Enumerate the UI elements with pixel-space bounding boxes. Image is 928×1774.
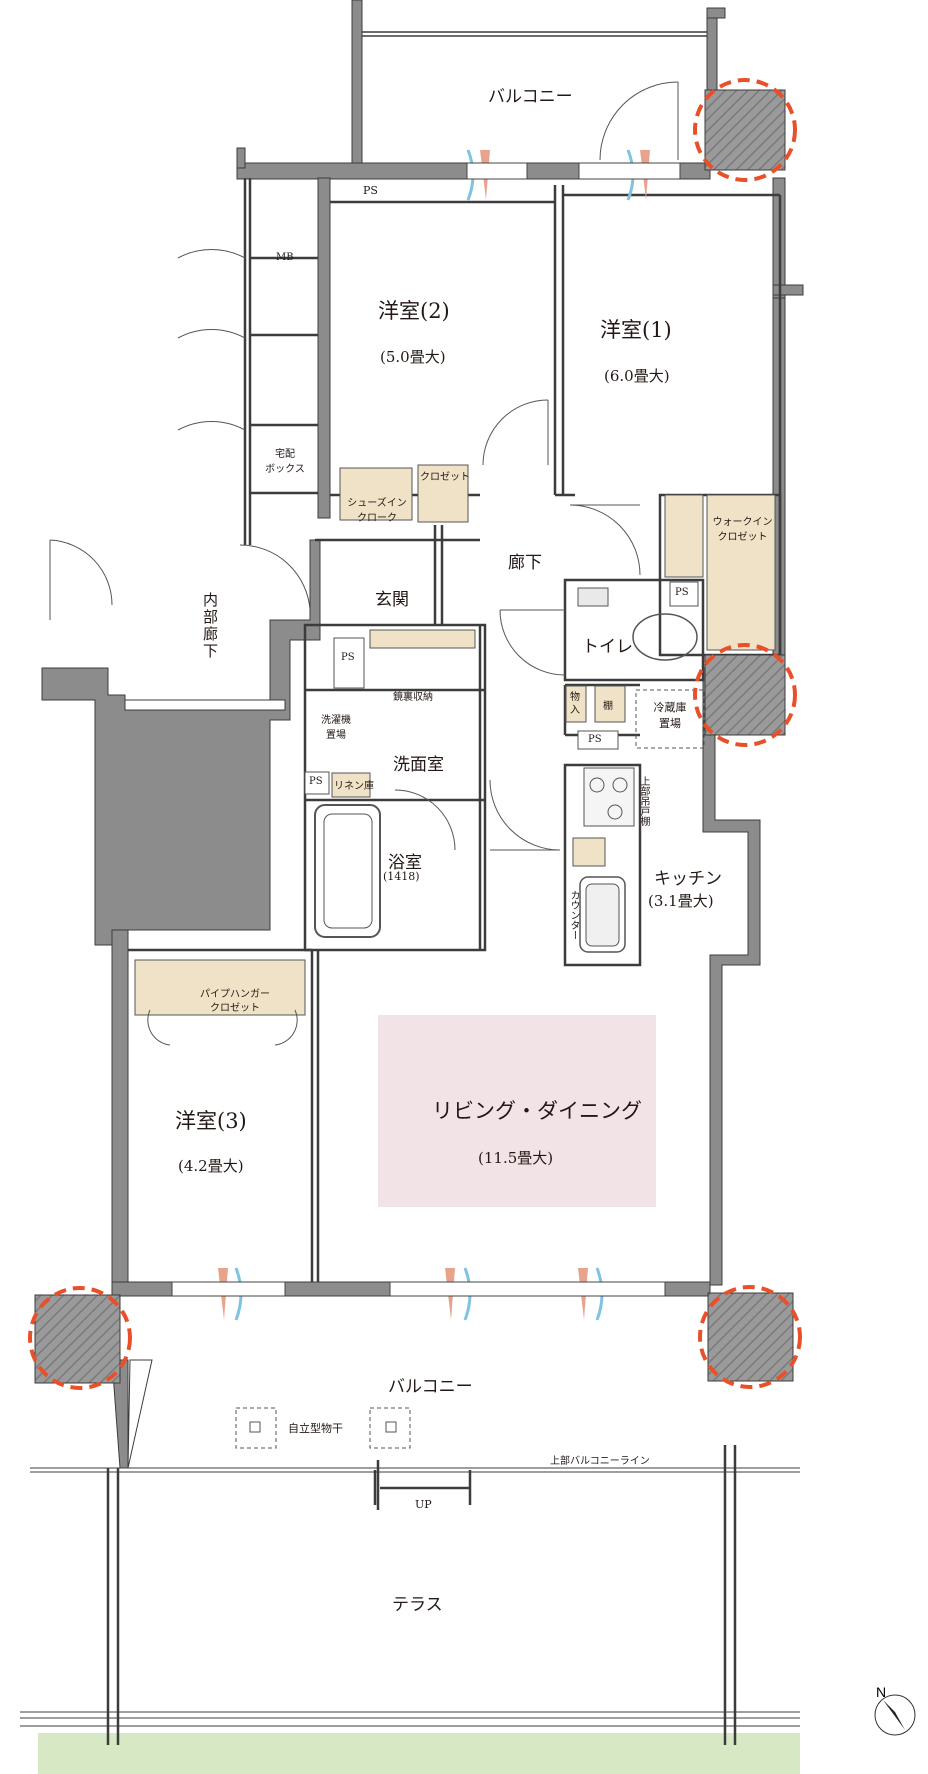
terrace-label: テラス [392,1595,443,1615]
ps-boxes [304,581,699,795]
washer-label: 洗濯機 置場 [321,715,351,741]
room1-name: 洋室(1) [600,318,672,342]
closet-small-label: クロゼット [420,472,470,483]
living-label: リビング・ダイニング [432,1099,642,1123]
shelf-label: 棚 [603,701,613,712]
pipe-closet-label: パイプハンガー クロゼット [200,989,270,1014]
partitions [20,178,800,1745]
toilet-label: トイレ [582,637,633,657]
living-highlight [378,1015,656,1207]
bath-size-label: (1418) [383,870,420,883]
kitchen-size-label: (3.1畳大) [648,892,714,910]
room2-name: 洋室(2) [378,299,450,323]
storage-areas [134,464,776,1016]
mirror-storage-label: 鏡裏収納 [393,692,433,703]
bath-label: 浴室 [388,853,422,873]
svg-text:N: N [876,1684,886,1700]
ps-toilet-label: PS [675,587,689,598]
door-swings [49,81,679,1046]
shoe-closet-label: シューズイン クローク [347,498,407,524]
ps-entrance-label: PS [341,652,355,663]
top-balcony-rail [362,31,707,37]
north-arrow-icon: N [874,1684,916,1736]
room3-size: (4.2畳大) [178,1157,244,1175]
bathtub-icon [314,804,381,938]
balcony-bottom-label: バルコニー [388,1377,473,1397]
upper-balcony-line-label: 上部バルコニーライン [550,1456,650,1467]
walkin-closet-label: ウォークイン クロゼット [712,517,773,543]
entrance-label: 玄関 [375,590,409,610]
windows [171,162,681,1297]
pillars [28,78,802,1390]
drying-rack-label: 自立型物干 [288,1422,343,1435]
room2-size: (5.0畳大) [380,348,446,366]
green-strip [38,1733,800,1774]
room1-size: (6.0畳大) [604,367,670,385]
kitchen-label: キッチン [654,869,722,889]
drying-rack [235,1407,411,1449]
walls [41,0,804,1469]
living-size: (11.5畳大) [478,1149,554,1167]
fridge-label: 冷蔵庫 置場 [653,701,687,730]
mb-label: MB [276,252,294,263]
toilet-icon [632,613,698,661]
sink-icon [579,876,626,953]
delivery-box-label: 宅配 ボックス [265,449,305,475]
ps-top-label: PS [363,184,378,197]
counter-label: カウンター [568,890,579,940]
ps-wash-label: PS [309,776,323,787]
inner-hallway-label: 内部廊下 [201,592,219,660]
ps-kitchen-label: PS [588,734,602,745]
balcony-top-label: バルコニー [488,87,573,107]
upper-cabinet-label: 上部吊戸棚 [638,776,649,826]
linen-label: リネン庫 [334,781,374,792]
room3-name: 洋室(3) [175,1109,247,1133]
corridor-label: 廊下 [508,553,542,573]
storage-mono-label: 物 入 [570,692,580,716]
gas-burner-icon [583,767,635,827]
up-label: UP [415,1498,432,1511]
washroom-label: 洗面室 [393,755,444,775]
